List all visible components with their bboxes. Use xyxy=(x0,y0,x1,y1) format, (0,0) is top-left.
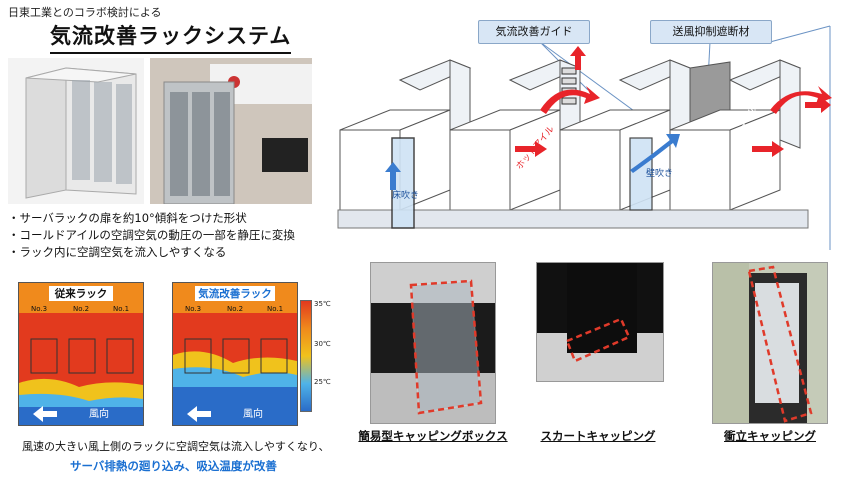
capping-box-photo xyxy=(370,262,496,424)
bullet-item: ・コールドアイルの空調空気の動圧の一部を静圧に変換 xyxy=(8,228,295,242)
skirt-capping-photo xyxy=(536,262,664,382)
bullet-item: ・サーバラックの扉を約10°傾斜をつけた形状 xyxy=(8,211,247,225)
rack-label: No.3 xyxy=(185,305,202,313)
caption-capping-box: 簡易型キャッピングボックス xyxy=(358,429,508,443)
page-title: 気流改善ラックシステム xyxy=(50,20,292,54)
thermal-label-improved: 気流改善ラック xyxy=(195,286,275,301)
colorbar-label: 35℃ xyxy=(314,300,331,308)
wind-label: 風向 xyxy=(243,409,263,420)
callout-airflow-guide: 気流改善ガイド xyxy=(478,20,590,44)
thermal-map-improved: 気流改善ラック No.3 No.2 No.1 風向 xyxy=(172,282,298,426)
caption-standing-capping: 衝立キャッピング xyxy=(724,429,816,443)
isometric-rack-diagram: ホットアイル コールドアイル 床吹き 壁吹き xyxy=(337,25,832,250)
rack-label: No.2 xyxy=(73,305,90,313)
skirt-capping-illustration xyxy=(537,263,663,381)
standing-capping-photo xyxy=(712,262,828,424)
capping-box-illustration xyxy=(371,263,495,423)
summary-highlight: サーバ排熱の廻り込み、吸込温度が改善 xyxy=(70,459,277,473)
summary-line: 風速の大きい風上側のラックに空調空気は流入しやすくなり、 xyxy=(22,440,330,453)
thermal-map-conventional: 従来ラック No.3 No.2 No.1 風向 xyxy=(18,282,144,426)
rack-label: No.2 xyxy=(227,305,244,313)
thermal-label-conventional: 従来ラック xyxy=(49,286,113,301)
exhibition-photo xyxy=(150,58,312,204)
rack-label: No.3 xyxy=(31,305,48,313)
caption-skirt-capping: スカートキャッピング xyxy=(540,429,656,443)
rack-product-photo xyxy=(8,58,144,204)
standing-capping-illustration xyxy=(713,263,813,423)
callout-shield-material: 送風抑制遮断材 xyxy=(650,20,772,44)
floor-blow-label: 床吹き xyxy=(392,189,419,201)
thermal-conventional-heatmap xyxy=(19,283,143,425)
colorbar-label: 30℃ xyxy=(314,340,331,348)
exhibition-illustration xyxy=(150,58,312,204)
wind-label: 風向 xyxy=(89,409,109,420)
colorbar-label: 25℃ xyxy=(314,378,331,386)
wall-blow-label: 壁吹き xyxy=(646,167,673,179)
rack-label: No.1 xyxy=(113,305,130,313)
rack-label: No.1 xyxy=(267,305,284,313)
collab-note: 日東工業とのコラボ検討による xyxy=(8,6,162,19)
temperature-colorbar xyxy=(300,300,312,412)
rack-product-illustration xyxy=(25,67,137,199)
thermal-improved-heatmap xyxy=(173,283,297,425)
feature-bullets: ・サーバラックの扉を約10°傾斜をつけた形状 ・コールドアイルの空調空気の動圧の… xyxy=(8,210,295,261)
bullet-item: ・ラック内に空調空気を流入しやすくなる xyxy=(8,245,227,259)
